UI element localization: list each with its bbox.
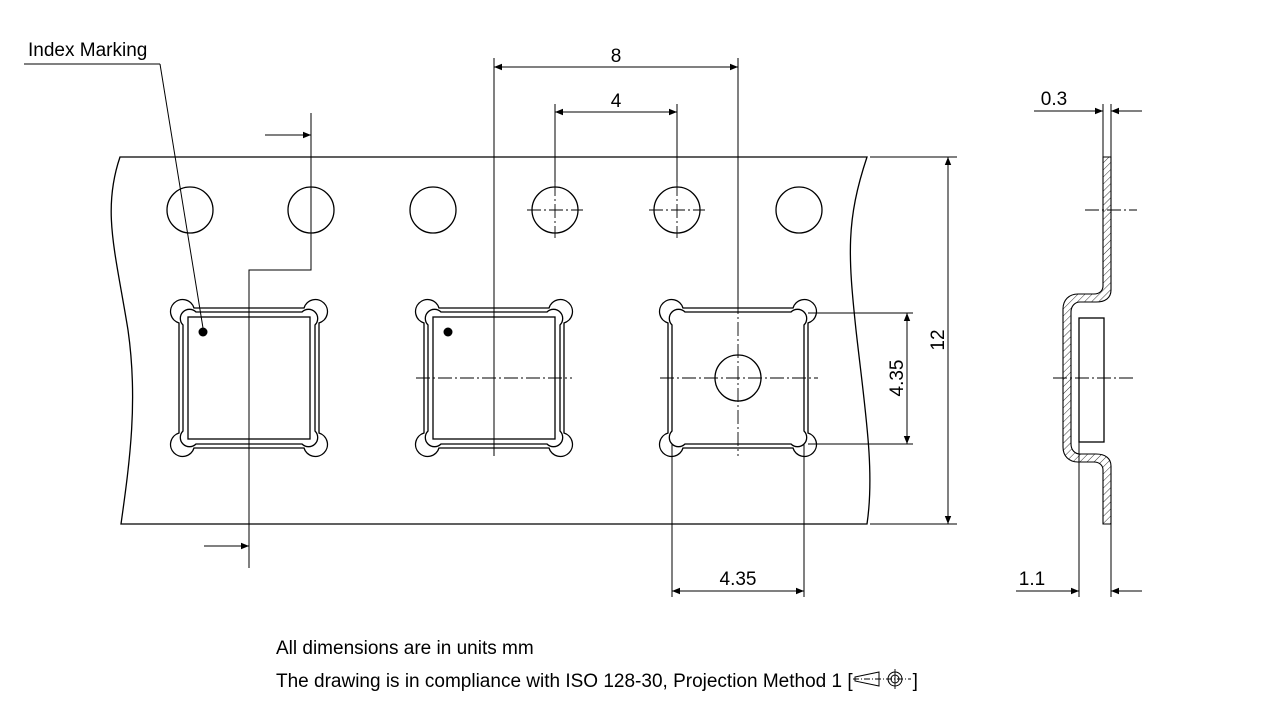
pocket-center-lines [416, 300, 818, 456]
dimension-thickness: 0.3 [1034, 89, 1142, 157]
feed-direction-markers [204, 113, 312, 568]
first-angle-projection-icon [852, 669, 911, 689]
dimension-pocket-width: 4.35 [671, 444, 805, 597]
units-note: All dimensions are in units mm [276, 638, 534, 659]
compliance-note-text: The drawing is in compliance with ISO 12… [276, 671, 853, 692]
dimension-pocket-height: 4.35 [808, 312, 913, 445]
sprocket-center-lines [527, 182, 705, 238]
dim-12-label: 12 [928, 329, 949, 350]
dim-depth-label: 1.1 [1019, 569, 1045, 590]
dimension-pitch-4: 4 [554, 91, 678, 182]
index-marking-label: Index Marking [28, 40, 147, 61]
side-view [1053, 156, 1137, 525]
dimension-pitch-8: 8 [493, 46, 739, 456]
dim-thickness-label: 0.3 [1041, 89, 1067, 110]
dimension-width-12: 12 [870, 156, 957, 525]
dimension-depth: 1.1 [1016, 442, 1142, 597]
dim-8-label: 8 [611, 46, 622, 67]
tape-outline [110, 156, 871, 525]
dim-pocket-height-label: 4.35 [887, 360, 908, 397]
dim-4-label: 4 [611, 91, 622, 112]
index-marking-callout: Index Marking [24, 40, 204, 329]
compliance-note-end: ] [912, 671, 918, 692]
dim-pocket-width-label: 4.35 [720, 569, 757, 590]
compliance-note: The drawing is in compliance with ISO 12… [276, 668, 918, 693]
